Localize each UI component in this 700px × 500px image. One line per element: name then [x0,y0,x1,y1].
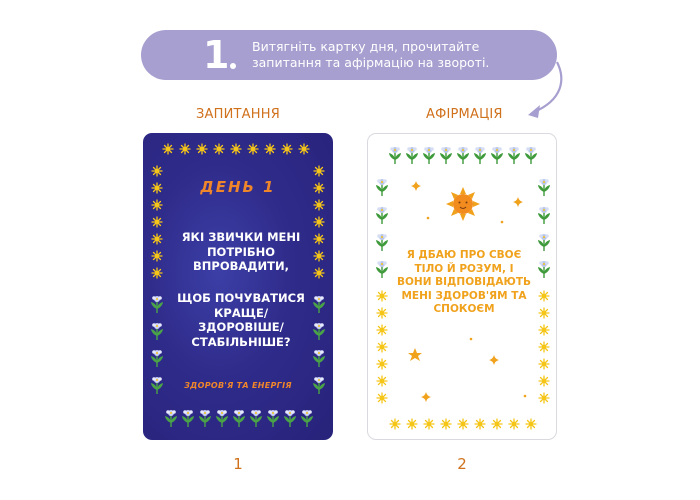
instruction-line-1: Витягніть картку дня, прочитайте [252,39,480,54]
curved-arrow-icon [528,61,563,118]
step-number: 1 [203,33,230,77]
star-row-top [162,143,310,155]
day-title: ДЕНЬ 1 [200,178,276,196]
flower-column-right [537,178,551,279]
question-card[interactable]: ДЕНЬ 1 ЯКІ ЗВИЧКИ МЕНІ ПОТРІБНО ВПРОВАДИ… [143,133,333,440]
instruction-line-2: запитання та афірмацію на звороті. [252,55,490,70]
star-row-bottom [389,418,537,430]
star-column-right [538,290,550,404]
sun-icon [446,187,480,221]
instruction-banner: 1 Витягніть картку дня, прочитайте запит… [141,30,557,80]
flower-column-right [312,295,326,395]
flower-column-left [375,178,389,279]
question-text-part-2: ЩОБ ПОЧУВАТИСЯ КРАЩЕ/ ЗДОРОВІШЕ/ СТАБІЛЬ… [177,291,305,349]
star-column-left [376,290,388,404]
instruction-text: Витягніть картку дня, прочитайте запитан… [252,39,552,71]
sparkle-icons [408,181,527,402]
flower-row-top [388,146,538,165]
label-question: ЗАПИТАННЯ [196,107,280,122]
step-number-dot [230,63,236,69]
flower-row-bottom [164,409,314,428]
affirmation-card[interactable]: Я ДБАЮ ПРО СВОЄ ТІЛО Й РОЗУМ, І ВОНИ ВІД… [367,133,557,440]
label-affirmation: АФІРМАЦІЯ [426,107,503,122]
affirmation-text: Я ДБАЮ ПРО СВОЄ ТІЛО Й РОЗУМ, І ВОНИ ВІД… [396,249,531,315]
card-number-1: 1 [233,455,243,473]
card-number-2: 2 [457,455,467,473]
card-topic: ЗДОРОВ'Я ТА ЕНЕРГІЯ [184,381,292,390]
question-text-part-1: ЯКІ ЗВИЧКИ МЕНІ ПОТРІБНО ВПРОВАДИТИ, [181,230,301,273]
card-border-decoration [375,146,551,430]
flower-column-left [150,295,164,395]
